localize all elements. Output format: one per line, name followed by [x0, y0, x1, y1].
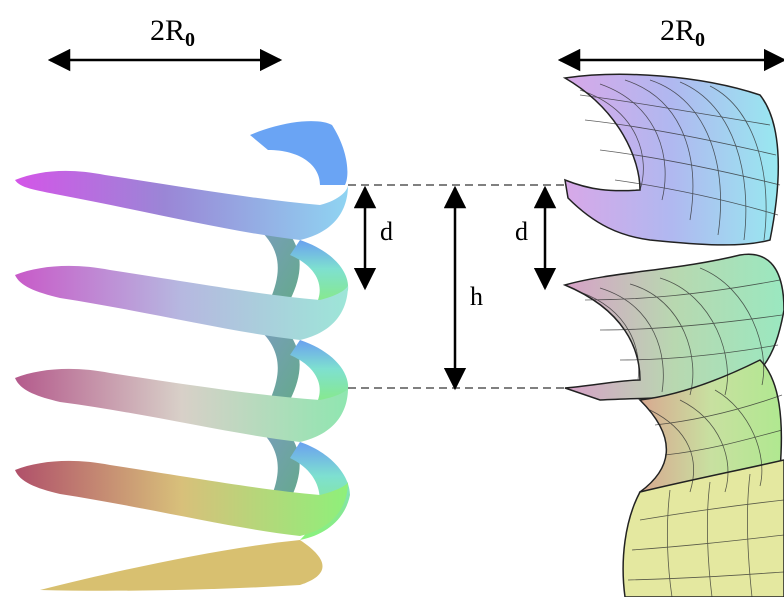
right-width-label: 2R0 [660, 14, 705, 51]
right-helix-turn [622, 459, 784, 597]
left-helix-top-blade [250, 121, 348, 185]
right-helix-mesh [579, 79, 784, 597]
height-label: h [470, 282, 483, 311]
left-helix-bottom-tail [40, 540, 323, 591]
left-pitch-label: d [380, 217, 393, 246]
left-width-label-sub: 0 [185, 29, 195, 51]
right-helix [562, 73, 784, 597]
left-width-label-main: 2R [150, 14, 185, 47]
left-helix [15, 121, 350, 591]
left-helix-ribbon-turn [15, 170, 348, 240]
right-pitch-label: d [515, 217, 528, 246]
left-width-label: 2R0 [150, 14, 195, 51]
right-helix-turn [562, 73, 780, 246]
right-width-label-sub: 0 [695, 29, 705, 51]
left-helix-ribbon-turn [15, 265, 348, 340]
left-helix-ribbon-turn [15, 460, 348, 536]
right-width-label-main: 2R [660, 14, 695, 47]
left-helix-ribbon-turn [15, 368, 348, 442]
